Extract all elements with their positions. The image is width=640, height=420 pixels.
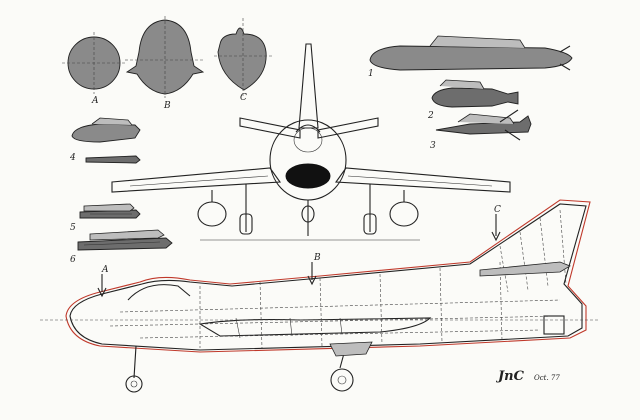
section-b-shape <box>125 16 205 98</box>
store-4-label: 4 <box>69 153 76 163</box>
artist-signature: JnC <box>495 369 525 384</box>
store-6-label: 6 <box>70 255 76 265</box>
store-5-rocket-rack <box>79 203 141 219</box>
section-a-label: A <box>91 96 99 106</box>
store-1-drop-tank <box>369 35 573 71</box>
store-4-pod <box>71 117 141 164</box>
store-2-label: 2 <box>427 111 434 121</box>
store-6-rocket-rack <box>77 229 173 251</box>
front-view <box>111 43 511 241</box>
store-2-bomb <box>431 79 519 108</box>
section-a-shape <box>62 32 126 94</box>
section-c-label: C <box>240 93 247 103</box>
side-b-label: B <box>313 253 321 263</box>
store-3-label: 3 <box>430 141 436 151</box>
store-3-missile <box>435 109 532 141</box>
side-a-label: A <box>101 265 109 275</box>
section-b-label: B <box>163 101 171 111</box>
side-c-label: C <box>494 205 501 215</box>
section-c-shape <box>214 18 272 96</box>
store-5-label: 5 <box>70 223 76 233</box>
store-1-label: 1 <box>368 69 374 79</box>
signature-date: Oct. 77 <box>534 374 560 382</box>
side-view <box>40 199 600 393</box>
